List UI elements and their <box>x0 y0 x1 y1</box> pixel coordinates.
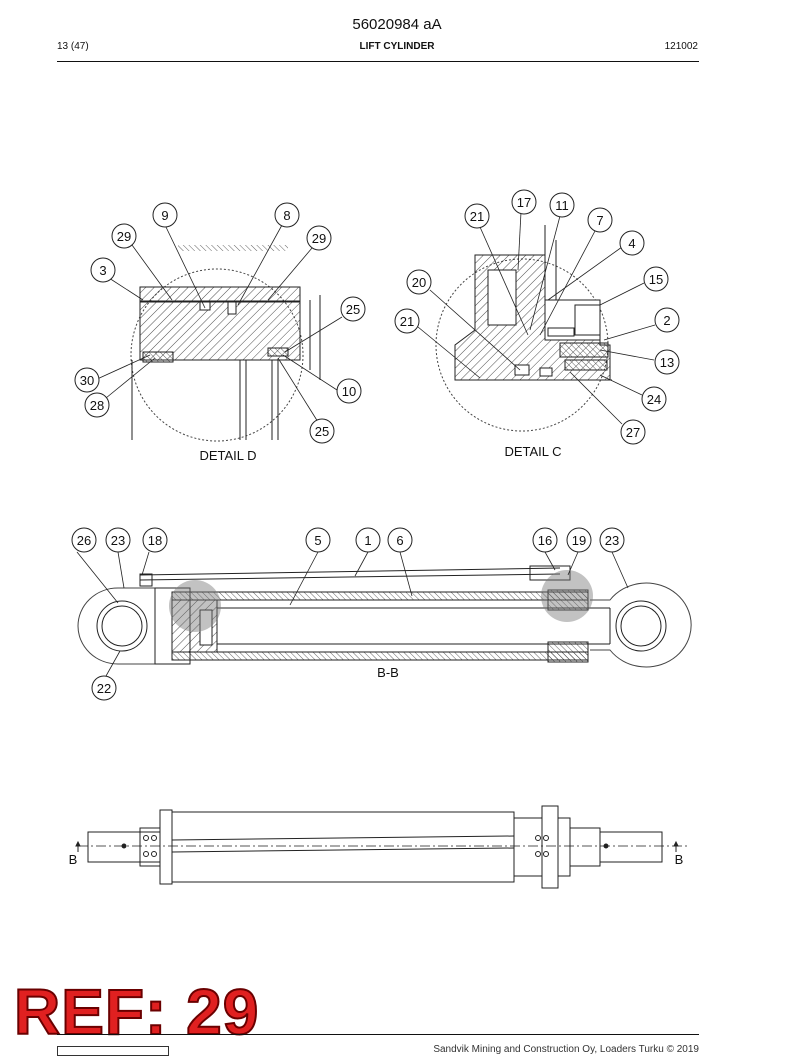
balloon-28: 28 <box>84 392 110 418</box>
svg-text:16: 16 <box>538 533 552 548</box>
section-mark-right: B <box>675 852 684 867</box>
balloon-10: 10 <box>336 378 362 404</box>
balloon-9: 9 <box>152 202 178 228</box>
detail-c-leaders <box>417 211 656 425</box>
svg-text:29: 29 <box>312 231 326 246</box>
balloon-3: 3 <box>90 257 116 283</box>
svg-text:25: 25 <box>315 424 329 439</box>
svg-text:22: 22 <box>97 681 111 696</box>
detail-d-label: DETAIL D <box>199 448 256 463</box>
document-number: 56020984 aA <box>352 16 442 33</box>
balloon-20: 20 <box>406 269 432 295</box>
brand-logo <box>57 1046 169 1056</box>
balloon-13: 13 <box>654 349 680 375</box>
svg-text:20: 20 <box>412 275 426 290</box>
svg-text:6: 6 <box>396 533 403 548</box>
balloon-16: 16 <box>532 527 558 553</box>
page-number: 13 (47) <box>57 41 89 52</box>
copyright: Sandvik Mining and Construction Oy, Load… <box>433 1044 699 1055</box>
svg-text:8: 8 <box>283 208 290 223</box>
detail-d-leaders <box>94 224 343 423</box>
svg-text:27: 27 <box>626 425 640 440</box>
balloon-1: 1 <box>355 527 381 553</box>
svg-text:11: 11 <box>555 198 569 213</box>
svg-text:15: 15 <box>649 272 663 287</box>
svg-text:13: 13 <box>660 355 674 370</box>
svg-text:9: 9 <box>161 208 168 223</box>
balloon-8: 8 <box>274 202 300 228</box>
exterior-view <box>75 805 690 889</box>
svg-text:4: 4 <box>628 236 635 251</box>
balloon-23: 23 <box>105 527 131 553</box>
balloon-6: 6 <box>387 527 413 553</box>
balloon-29: 29 <box>306 225 332 251</box>
balloon-15: 15 <box>643 266 669 292</box>
svg-text:17: 17 <box>517 195 531 210</box>
svg-text:18: 18 <box>148 533 162 548</box>
svg-text:5: 5 <box>314 533 321 548</box>
svg-text:25: 25 <box>346 302 360 317</box>
balloon-26: 26 <box>71 527 97 553</box>
svg-text:3: 3 <box>99 263 106 278</box>
balloon-2: 2 <box>654 307 680 333</box>
part-balloons: 9 8 29 29 3 25 30 28 10 25 17 11 21 7 4 … <box>71 189 680 701</box>
page-title: LIFT CYLINDER <box>359 41 435 52</box>
svg-text:24: 24 <box>647 392 661 407</box>
balloon-25: 25 <box>309 418 335 444</box>
svg-text:26: 26 <box>77 533 91 548</box>
section-bb-label: B-B <box>377 665 399 680</box>
balloon-22: 22 <box>91 675 117 701</box>
svg-text:30: 30 <box>80 373 94 388</box>
balloon-30: 30 <box>74 367 100 393</box>
svg-text:2: 2 <box>663 313 670 328</box>
balloon-24: 24 <box>641 386 667 412</box>
balloon-18: 18 <box>142 527 168 553</box>
svg-text:29: 29 <box>117 229 131 244</box>
svg-text:10: 10 <box>342 384 356 399</box>
svg-text:1: 1 <box>364 533 371 548</box>
svg-text:23: 23 <box>111 533 125 548</box>
balloon-25: 25 <box>340 296 366 322</box>
balloon-29: 29 <box>111 223 137 249</box>
balloon-23: 23 <box>599 527 625 553</box>
svg-text:23: 23 <box>605 533 619 548</box>
section-bb-view <box>77 565 692 668</box>
balloon-7: 7 <box>587 207 613 233</box>
balloon-11: 11 <box>549 192 575 218</box>
footer-rule <box>57 1034 699 1035</box>
view-labels: DETAIL D DETAIL C B-B B B <box>69 444 684 867</box>
balloon-21: 21 <box>394 308 420 334</box>
detail-c-label: DETAIL C <box>504 444 561 459</box>
balloon-21: 21 <box>464 203 490 229</box>
balloon-4: 4 <box>619 230 645 256</box>
svg-text:28: 28 <box>90 398 104 413</box>
balloon-27: 27 <box>620 419 646 445</box>
header-rule <box>57 61 699 62</box>
section-mark-left: B <box>69 852 78 867</box>
svg-text:21: 21 <box>400 314 414 329</box>
section-bb-leaders <box>76 551 629 677</box>
detail-c-view <box>435 225 612 432</box>
balloon-5: 5 <box>305 527 331 553</box>
svg-text:21: 21 <box>470 209 484 224</box>
balloon-17: 17 <box>511 189 537 215</box>
balloon-19: 19 <box>566 527 592 553</box>
svg-text:7: 7 <box>596 213 603 228</box>
detail-d-view <box>130 245 321 442</box>
document-code: 121002 <box>664 41 698 52</box>
svg-text:19: 19 <box>572 533 586 548</box>
